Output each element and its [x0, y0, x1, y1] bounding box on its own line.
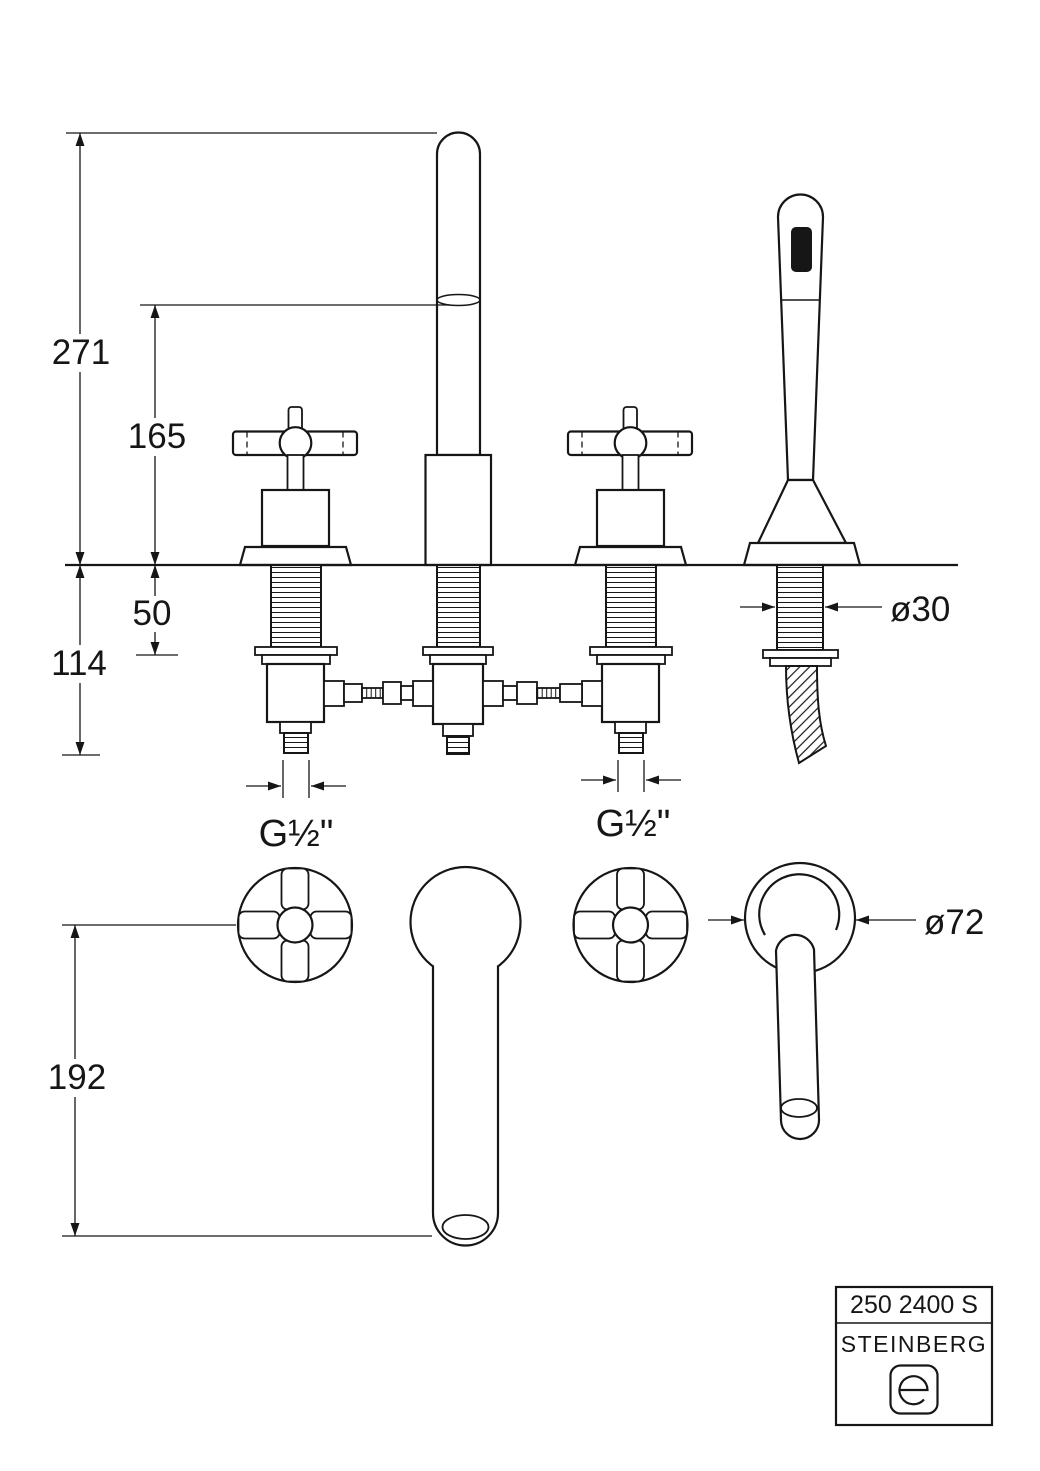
- handshower-shank-dia30: [776, 564, 824, 651]
- spout-threaded-shank: [436, 564, 481, 648]
- dim-dia30-label: ø30: [890, 590, 950, 629]
- dim-192-label: 192: [48, 1058, 106, 1097]
- right-cross-handle-elevation: [566, 406, 694, 754]
- spout-plan: [409, 865, 522, 1247]
- dim-g12-left-label: G½": [259, 813, 334, 855]
- spout-outlet: [441, 1214, 490, 1240]
- dim-g12-right: G½": [581, 760, 681, 845]
- steinberg-logo-icon: [889, 1364, 939, 1415]
- left-threaded-shank: [270, 564, 322, 648]
- right-g12-outlet: [618, 732, 644, 754]
- handshower-holder: [756, 478, 848, 545]
- dimension-annotations: 271 165 50 114 ø30: [45, 132, 984, 1237]
- dim-114-label: 114: [51, 644, 107, 683]
- left-supply-hose: [343, 681, 414, 705]
- elevation-view: [65, 131, 958, 765]
- left-handle-hub: [278, 426, 313, 460]
- right-supply-hose: [502, 681, 583, 705]
- handshower-hose: [784, 665, 828, 765]
- left-cross-handle-elevation: [231, 406, 359, 754]
- left-g12-outlet: [283, 732, 309, 754]
- model-number: 250 2400 S: [850, 1291, 978, 1319]
- dim-g12-right-label: G½": [596, 803, 671, 845]
- dim-192: 192: [45, 924, 432, 1237]
- right-threaded-shank: [605, 564, 657, 648]
- dim-165: 165: [126, 304, 450, 565]
- title-block: 250 2400 S STEINBERG: [834, 1285, 994, 1427]
- handshower-elevation: [742, 193, 862, 765]
- handshower-handle-plan: [774, 933, 821, 1141]
- dim-271: 271: [50, 132, 437, 565]
- spout-valve-body: [431, 662, 485, 726]
- dim-dia72-label: ø72: [924, 903, 984, 942]
- plan-view: [236, 861, 857, 1247]
- right-handle-hub: [613, 426, 648, 460]
- dim-dia30: ø30: [740, 590, 950, 629]
- dim-271-label: 271: [52, 333, 110, 372]
- left-cross-handle-plan: [236, 866, 354, 984]
- dim-165-label: 165: [128, 417, 186, 456]
- handshower-spray-slot: [791, 227, 812, 272]
- dim-g12-left: G½": [246, 760, 346, 855]
- dim-dia72: ø72: [708, 903, 984, 942]
- right-cross-handle-plan: [572, 866, 689, 984]
- dim-50-label: 50: [133, 594, 172, 633]
- dim-114: 114: [47, 565, 111, 756]
- handshower-plan: [743, 861, 857, 1141]
- spout-elevation: [412, 131, 504, 755]
- dim-50: 50: [130, 565, 178, 656]
- brand-name: STEINBERG: [841, 1331, 987, 1357]
